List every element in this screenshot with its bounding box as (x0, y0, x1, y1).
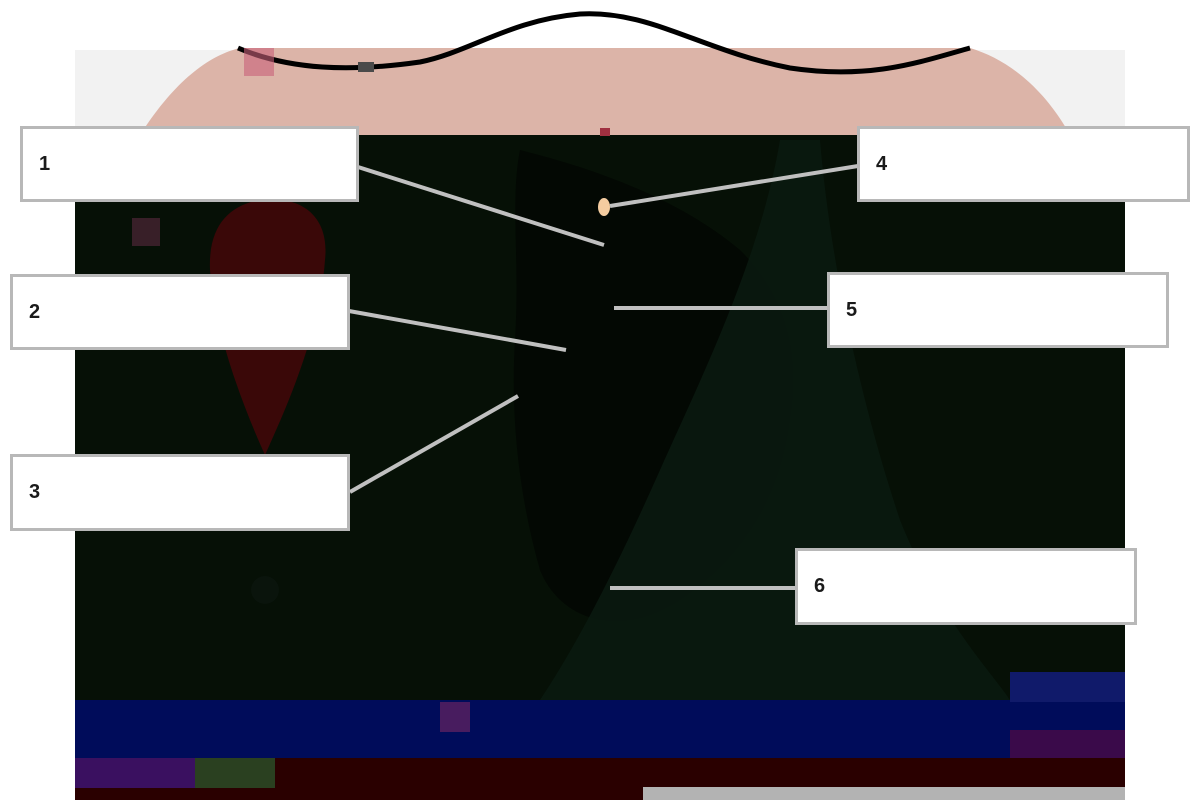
bottom-gray-strip (643, 787, 1125, 800)
label-number-2: 2 (29, 301, 40, 324)
bottom-green-block (195, 758, 275, 788)
label-number-6: 6 (814, 575, 825, 598)
band-artifact (440, 702, 470, 732)
label-number-1: 1 (39, 153, 50, 176)
label-number-5: 5 (846, 299, 857, 322)
left-artifact (132, 218, 160, 246)
label-box-6: 6 (795, 548, 1137, 625)
label-number-4: 4 (876, 153, 887, 176)
label-box-3: 3 (10, 454, 350, 531)
top-center-mark (600, 128, 610, 136)
label-number-3: 3 (29, 481, 40, 504)
right-blue-block (1010, 672, 1125, 702)
marker-dot (598, 198, 610, 216)
contour-marker (358, 62, 374, 72)
label-box-4: 4 (857, 126, 1190, 202)
small-dark-circle (251, 576, 279, 604)
label-box-2: 2 (10, 274, 350, 350)
bottom-blue-band (75, 700, 1125, 758)
bottom-purple-block (75, 758, 195, 788)
label-box-5: 5 (827, 272, 1169, 348)
right-purple-block (1010, 730, 1125, 760)
label-box-1: 1 (20, 126, 359, 202)
contour-artifact (244, 48, 274, 76)
